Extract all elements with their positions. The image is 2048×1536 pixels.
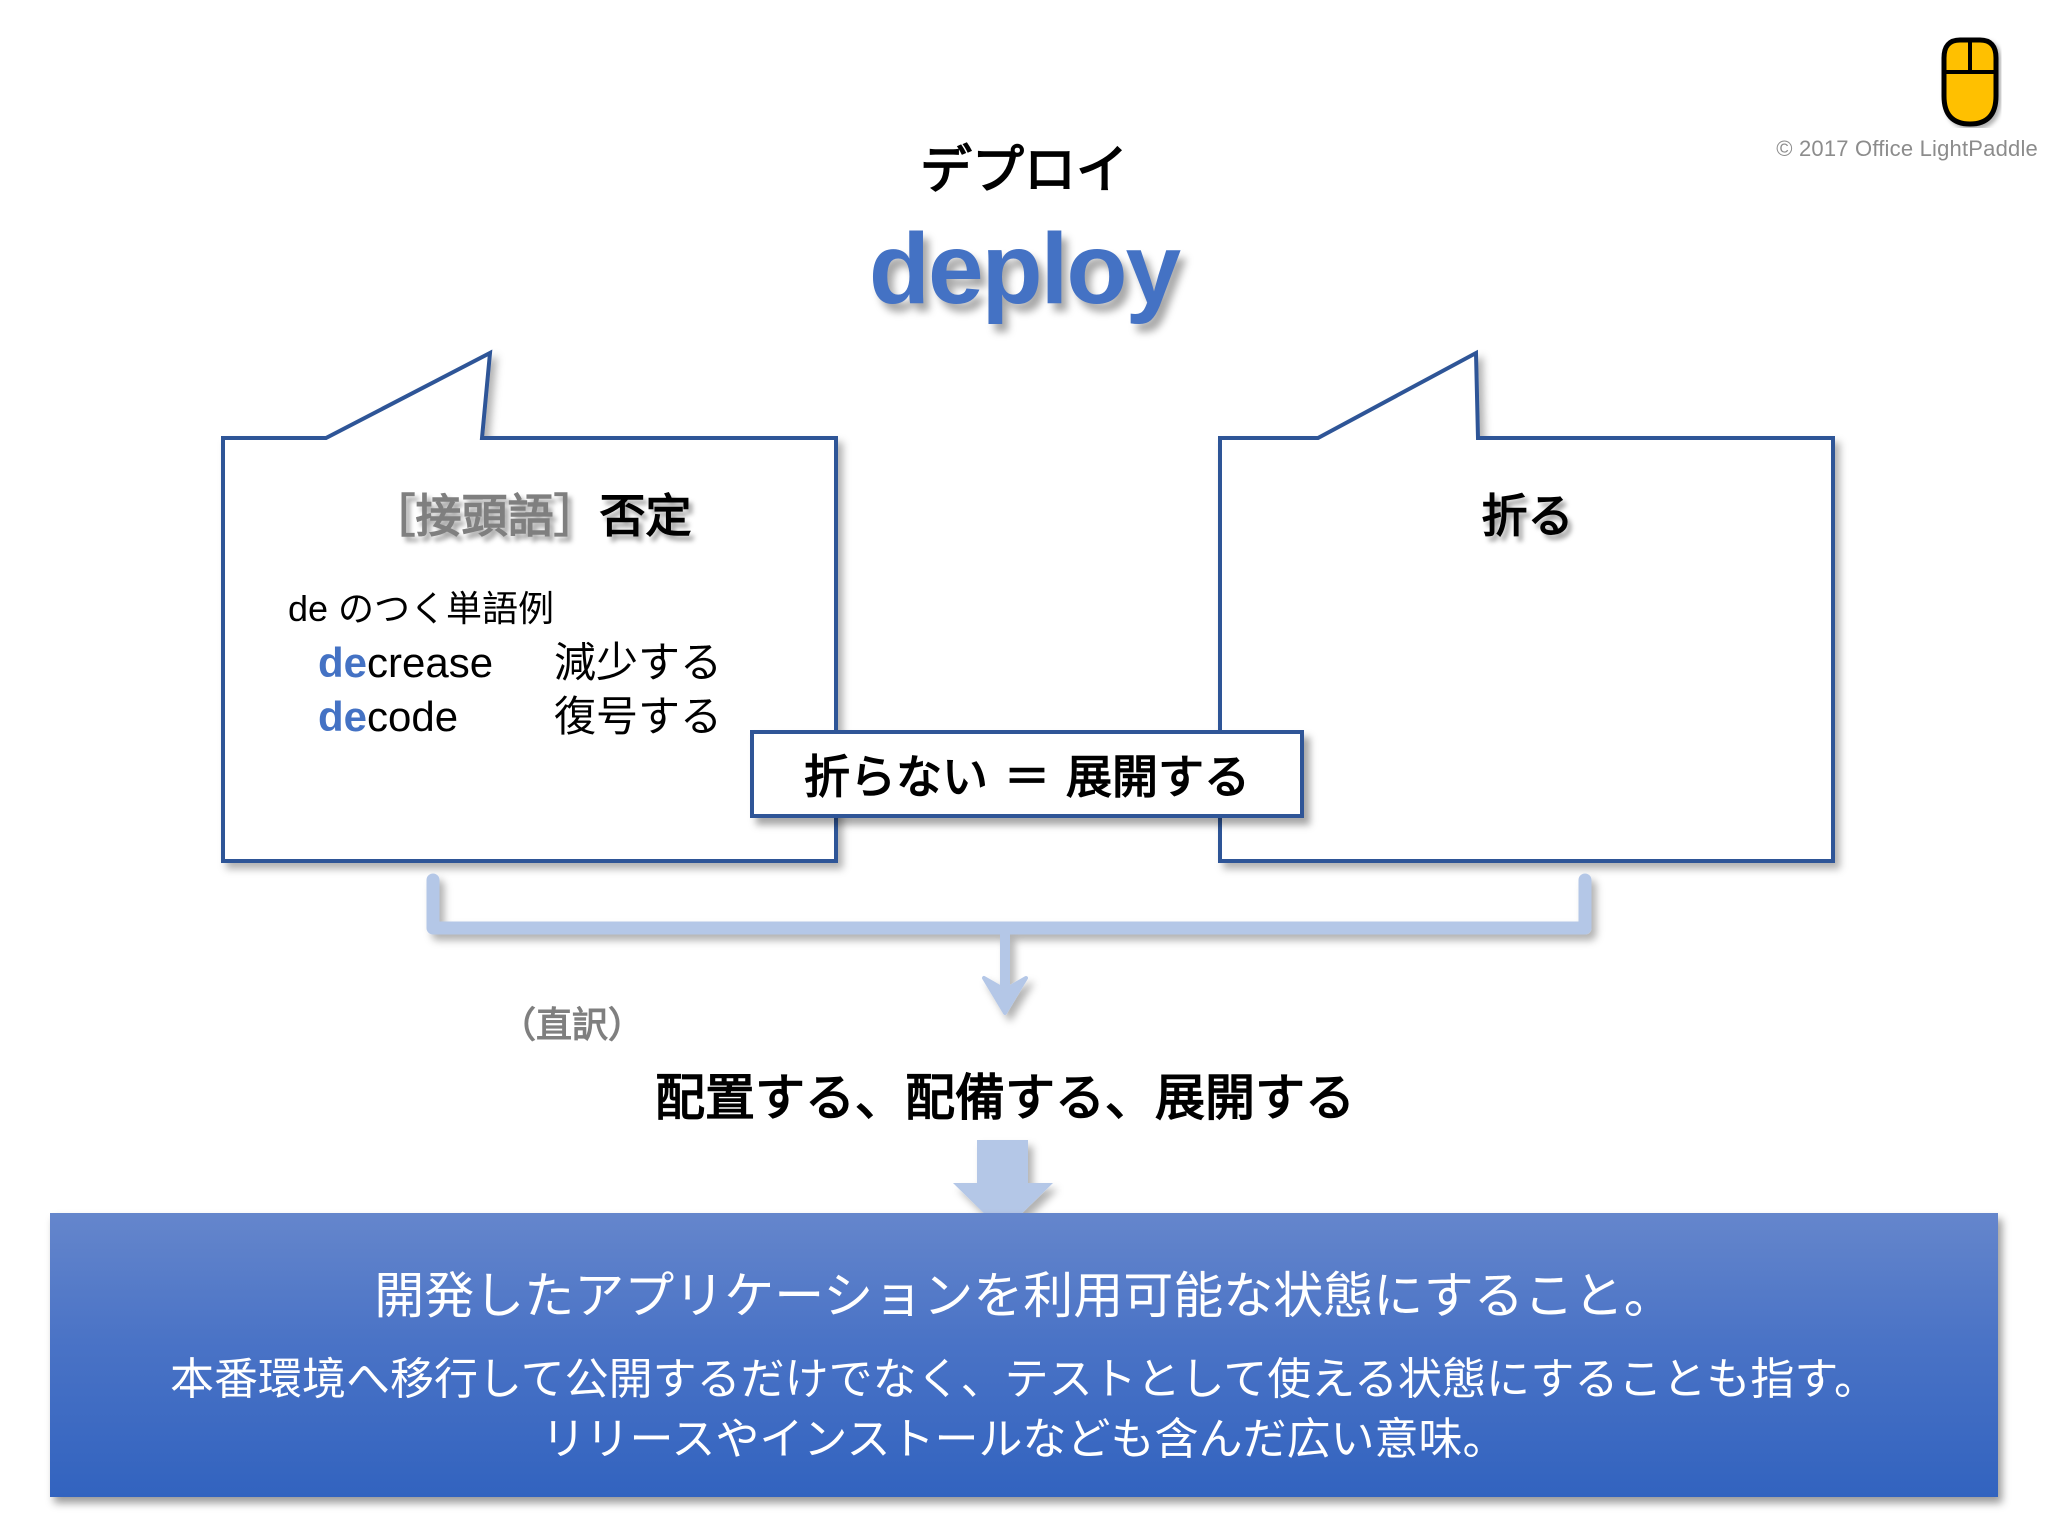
definition-detail-1: 本番環境へ移行して公開するだけでなく、テストとして使える状態にすることも指す。 (169, 1354, 1879, 1405)
definition-box: 開発したアプリケーションを利用可能な状態にすること。 本番環境へ移行して公開する… (50, 1213, 1998, 1497)
word-rest: crease (367, 639, 494, 686)
negation-heading: 否定 (599, 489, 692, 543)
definition-main: 開発したアプリケーションを利用可能な状態にすること。 (374, 1267, 1674, 1325)
right-speech-bubble (1218, 349, 1835, 863)
word-rest: code (367, 693, 459, 740)
example-meaning: 減少する (554, 639, 723, 686)
combined-meaning-text: 折らない ＝ 展開する (803, 750, 1251, 804)
example-row: decode 復号する (288, 690, 722, 744)
merge-connector (426, 873, 1592, 1015)
small-down-arrow-icon (982, 976, 1028, 1015)
mouse-icon (1941, 37, 1999, 127)
left-speech-bubble (221, 349, 838, 863)
title-japanese: デプロイ (919, 141, 1128, 201)
example-word: decrease (318, 636, 554, 690)
combined-meaning-box: 折らない ＝ 展開する (750, 730, 1304, 818)
prefix-tag: ［接頭語］ (369, 489, 600, 543)
definition-detail-2: リリースやインストールなども含んだ広い意味。 (541, 1414, 1507, 1465)
copyright-text: © 2017 Office LightPaddle (1776, 136, 2038, 161)
right-bubble-heading: 折る (1481, 489, 1574, 543)
example-word: decode (318, 690, 554, 744)
big-down-arrow-icon (953, 1140, 1053, 1232)
prefix-highlight: de (318, 693, 368, 740)
literal-translation-label: （直訳） (500, 1005, 645, 1046)
prefix-highlight: de (318, 639, 368, 686)
example-meaning: 復号する (554, 693, 723, 740)
examples-caption: de のつく単語例 (288, 588, 555, 629)
example-row: decrease 減少する (288, 636, 722, 690)
left-bubble-heading: ［接頭語］否定 (223, 480, 838, 546)
literal-translation-text: 配置する、配備する、展開する (655, 1069, 1355, 1127)
title-english: deploy (868, 213, 1181, 325)
example-words: de のつく単語例 decrease 減少する decode 復号する (288, 582, 722, 744)
